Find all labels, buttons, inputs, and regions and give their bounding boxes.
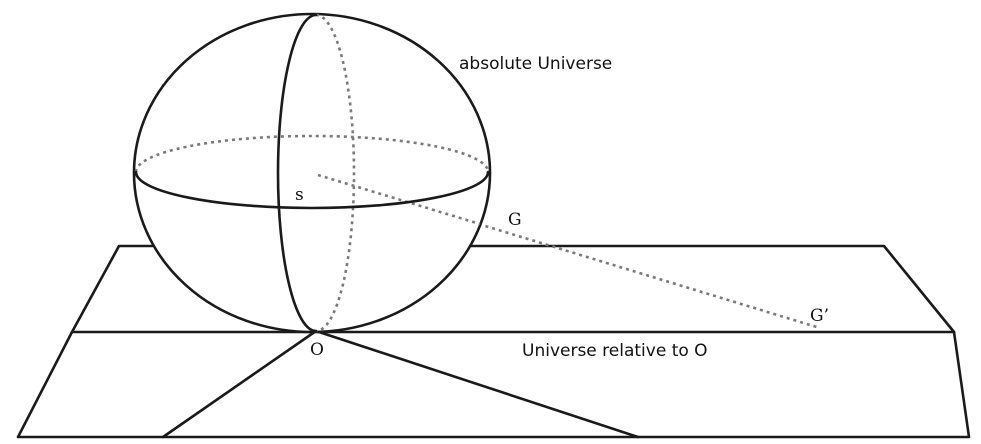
sphere-label: absolute Universe xyxy=(459,54,612,74)
line-s-to-g-inner xyxy=(317,173,481,226)
line-o-lower-left xyxy=(161,329,318,439)
point-g-label: G xyxy=(508,210,522,230)
meridian-front xyxy=(276,13,318,333)
plane-back-edge-left xyxy=(70,244,154,334)
equator-front xyxy=(134,170,490,210)
point-g-prime-label: G’ xyxy=(810,306,829,326)
plane-label: Universe relative to O xyxy=(522,341,708,361)
plane-back-edge-right xyxy=(460,244,956,334)
meridian-back-dotted-inner xyxy=(315,13,356,333)
plane-front-edge-left xyxy=(16,330,971,439)
center-label-s: s xyxy=(295,185,304,205)
line-o-lower-right xyxy=(314,329,640,439)
sphere-outline xyxy=(132,12,492,334)
point-o-label: O xyxy=(310,340,324,360)
